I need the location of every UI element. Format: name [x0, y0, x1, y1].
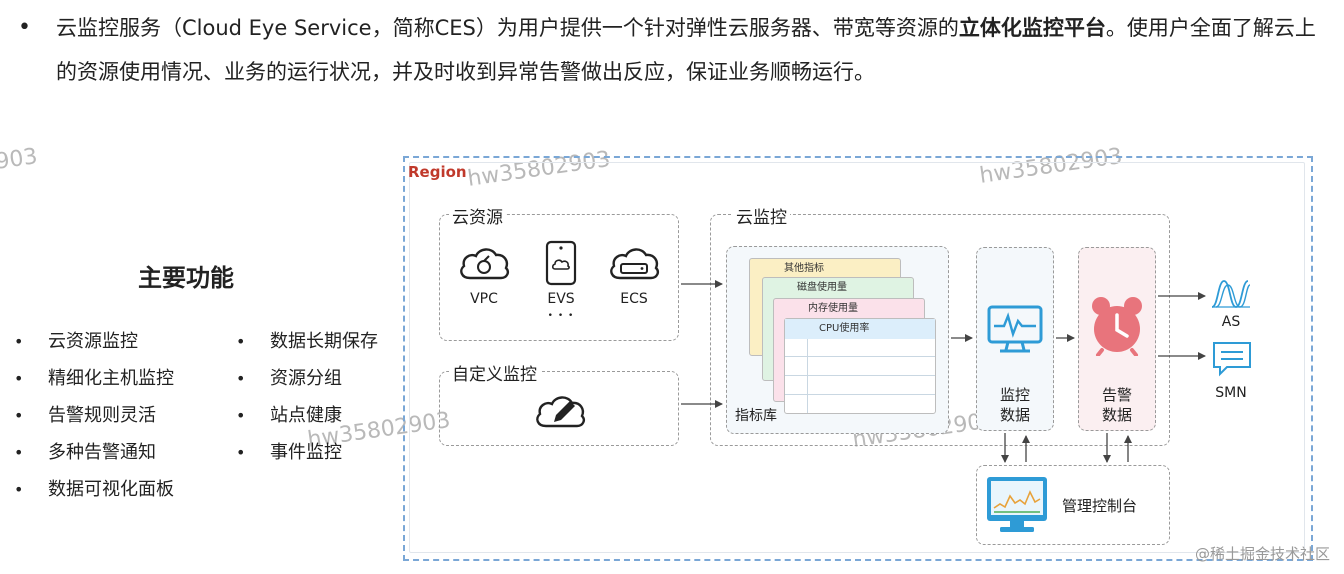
ecs-label: ECS: [620, 291, 648, 307]
evs-label: EVS: [547, 291, 575, 307]
custom-monitor-box: [439, 371, 679, 446]
intro-text: 云监控服务（Cloud Eye Service，简称CES）为用户提供一个针对弹…: [56, 6, 1316, 94]
as-label: AS: [1221, 314, 1241, 330]
feature-item: 精细化主机监控: [14, 360, 174, 397]
region-label: Region: [408, 163, 467, 181]
cloud-monitor-box: [710, 214, 1170, 446]
console-monitor-icon: [987, 477, 1047, 532]
evs-icon: [545, 240, 577, 286]
intro-suffix: 。使用户全面了解云上的资源使用情况、业务的运行状况，并及时收到异常告警做出反应，…: [56, 16, 1316, 84]
more-resources-ellipsis: • • •: [547, 311, 575, 321]
footer-watermark: @稀土掘金技术社区: [1194, 545, 1330, 563]
vpc-icon: [460, 248, 509, 280]
ecs-icon: [610, 248, 659, 280]
intro-bold: 立体化监控平台: [958, 16, 1106, 40]
cloud-resources-box: [439, 214, 679, 341]
cloud-monitor-title: 云监控: [733, 203, 790, 228]
edit-cloud-icon: [536, 396, 585, 428]
as-wave-icon: [1211, 280, 1251, 308]
feature-item: 告警规则灵活: [14, 397, 174, 434]
feature-item: 云资源监控: [14, 323, 174, 360]
region-container: [403, 156, 1313, 561]
feature-item: 数据长期保存: [236, 323, 378, 360]
alarm-clock-icon: [1092, 297, 1142, 356]
metric-sheet-other-title: 其他指标: [784, 263, 824, 274]
alarm-data-label: 告警 数据: [1101, 386, 1132, 424]
feature-item: 资源分组: [236, 360, 378, 397]
features-column-2: 数据长期保存 资源分组 站点健康 事件监控: [236, 323, 378, 471]
console-box: [976, 465, 1170, 545]
metric-sheet-cpu-title: CPU使用率: [785, 319, 935, 339]
monitor-screen-icon: [987, 305, 1043, 353]
custom-monitor-title: 自定义监控: [449, 360, 540, 385]
smn-label: SMN: [1215, 385, 1247, 401]
region-inner-frame: [409, 162, 1305, 553]
metric-store-label: 指标库: [735, 408, 777, 424]
feature-item: 多种告警通知: [14, 434, 174, 471]
monitor-data-label: 监控 数据: [999, 386, 1030, 424]
vpc-label: VPC: [470, 291, 498, 307]
metric-sheet-disk-title: 磁盘使用量: [797, 282, 847, 293]
smn-message-icon: [1213, 342, 1251, 377]
feature-item: 事件监控: [236, 434, 378, 471]
cloud-resources-title: 云资源: [449, 203, 506, 228]
metric-sheet-memory-title: 内存使用量: [808, 303, 858, 314]
features-column-1: 云资源监控 精细化主机监控 告警规则灵活 多种告警通知 数据可视化面板: [14, 323, 174, 508]
feature-item: 数据可视化面板: [14, 471, 174, 508]
metric-sheet-cpu: CPU使用率: [784, 318, 936, 414]
intro-prefix: 云监控服务（Cloud Eye Service，简称CES）为用户提供一个针对弹…: [56, 16, 959, 40]
console-label: 管理控制台: [1062, 497, 1138, 515]
intro-bullet: •: [18, 15, 31, 40]
feature-item: 站点健康: [236, 397, 378, 434]
features-title: 主要功能: [138, 264, 234, 292]
